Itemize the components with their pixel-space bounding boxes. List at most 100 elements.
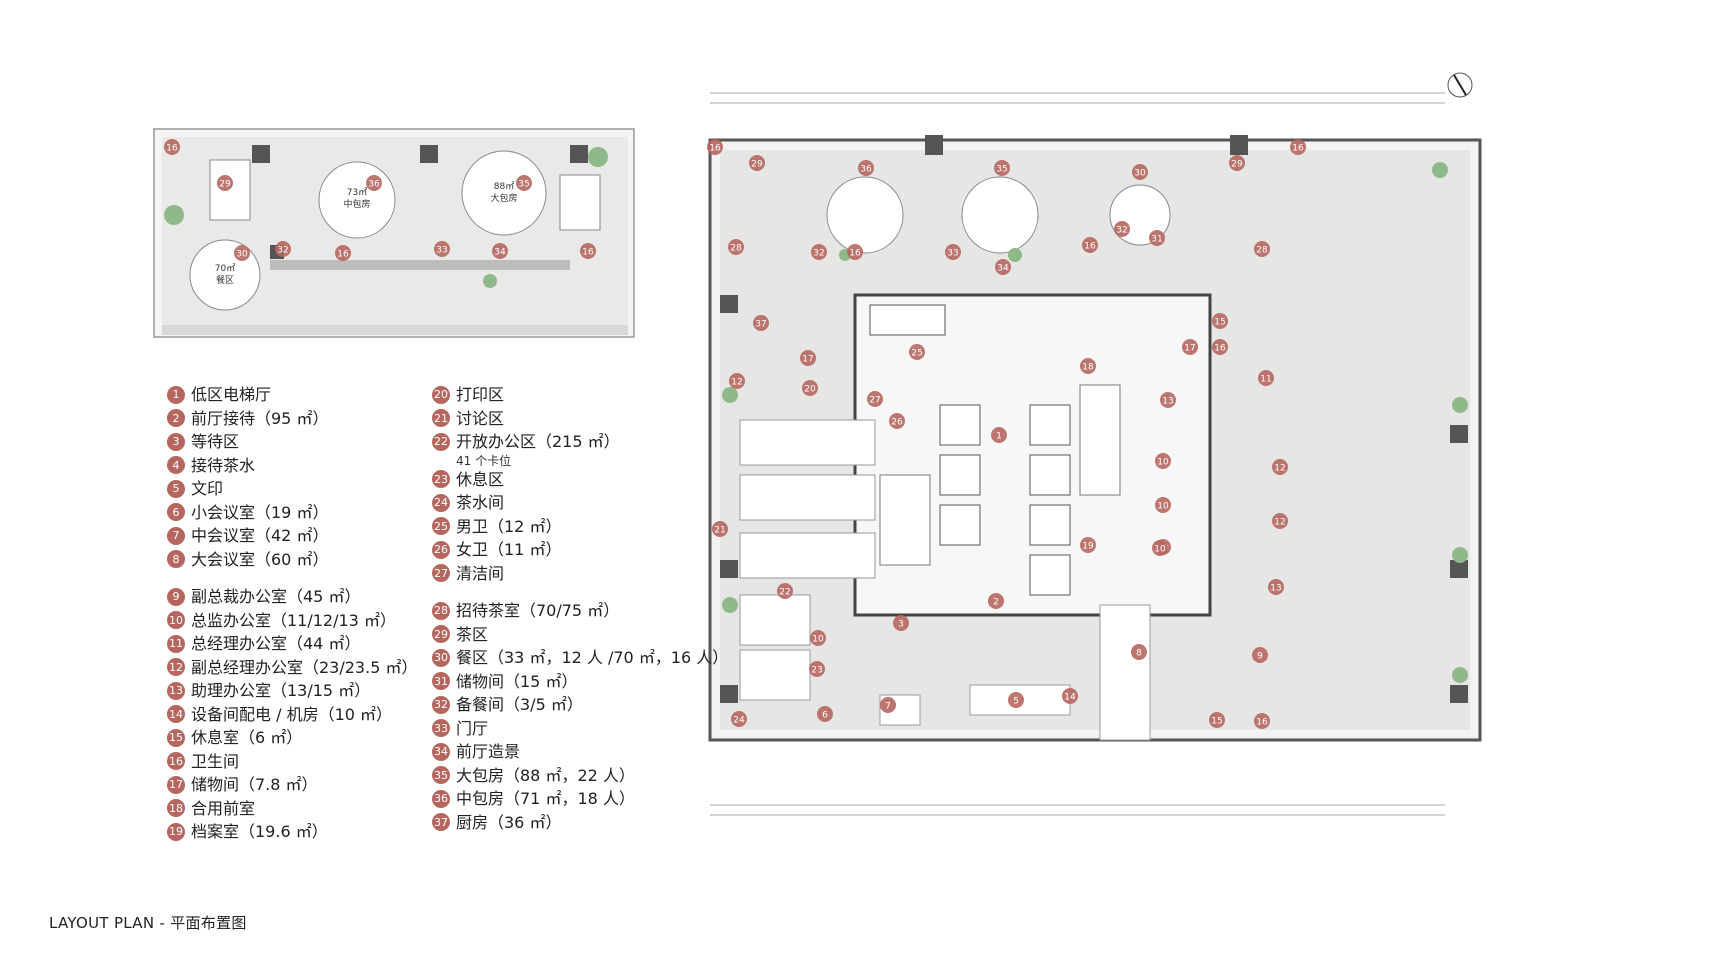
room-number-marker: 8 (1131, 644, 1147, 660)
room-number-text: 30 (236, 250, 248, 260)
room-number-text: 6 (822, 711, 828, 721)
legend-label: 小会议室（19 ㎡） (191, 502, 329, 522)
room-number-text: 24 (733, 716, 745, 726)
small-plan-lower-band (162, 325, 628, 335)
room-number-marker: 29 (749, 155, 765, 171)
legend-label: 开放办公区（215 ㎡） (456, 432, 620, 451)
room-number-text: 27 (869, 396, 880, 406)
legend-label: 前厅造景 (456, 742, 521, 761)
room-number-text: 12 (1274, 518, 1285, 528)
room-number-marker: 7 (880, 697, 896, 713)
room-number-marker: 17 (1182, 339, 1198, 355)
legend-number-badge: 29 (432, 625, 450, 644)
room-number-marker: 6 (817, 706, 833, 722)
room-number-marker: 5 (1008, 692, 1024, 708)
legend-label: 中会议室（42 ㎡） (191, 526, 329, 545)
room-number-marker: 16 (164, 139, 180, 155)
room-number-marker: 16 (707, 139, 723, 155)
room-number-text: 13 (1162, 397, 1173, 407)
legend-item: 19 档案室（19.6 ㎡） (167, 820, 417, 844)
legend-number-badge: 13 (167, 681, 185, 700)
room-number-text: 10 (1157, 458, 1169, 468)
legend-label: 储物间（15 ㎡） (456, 671, 578, 691)
legend-label: 副总裁办公室（45 ㎡） (191, 587, 361, 606)
legend-number-badge: 23 (432, 470, 450, 489)
legend-number-badge: 19 (167, 822, 185, 841)
room-number-text: 10 (812, 635, 824, 645)
axis-dims-top (710, 92, 1445, 104)
legend-number-badge: 36 (432, 789, 450, 808)
room-number-text: 16 (337, 250, 349, 260)
room-number-marker: 12 (729, 373, 745, 389)
legend-label: 休息区 (456, 469, 505, 489)
legend-label: 大包房（88 ㎡，22 人） (456, 765, 635, 785)
legend-label: 讨论区 (456, 408, 505, 428)
room-number-text: 35 (996, 165, 1007, 175)
room-number-marker: 13 (1160, 392, 1176, 408)
room-number-marker: 1 (991, 427, 1007, 443)
legend-label: 前厅接待（95 ㎡） (191, 408, 329, 428)
room-number-text: 21 (714, 526, 725, 536)
room-number-marker: 28 (728, 239, 744, 255)
room-number-text: 32 (813, 249, 824, 259)
legend-label: 档案室（19.6 ㎡） (191, 822, 328, 841)
room-number-marker: 14 (1062, 688, 1078, 704)
room-number-text: 35 (518, 180, 529, 190)
legend-number-badge: 18 (167, 799, 185, 818)
legend-item: 23 休息区 (432, 468, 728, 492)
north-arrow-icon (1447, 72, 1473, 98)
legend-label: 女卫（11 ㎡） (456, 540, 562, 559)
legend-number-badge: 20 (432, 385, 450, 404)
legend-number-badge: 22 (432, 432, 450, 451)
room-number-text: 16 (1292, 144, 1304, 154)
legend-number-badge: 6 (167, 503, 185, 522)
room-name-text: 中包房 (343, 198, 370, 210)
legend-number-badge: 27 (432, 564, 450, 583)
room-number-text: 12 (731, 378, 742, 388)
legend-item: 9 副总裁办公室（45 ㎡） (167, 585, 417, 609)
legend-item: 31 储物间（15 ㎡） (432, 670, 728, 694)
room-number-marker: 32 (1114, 221, 1130, 237)
room-number-marker: 13 (1268, 579, 1284, 595)
room-number-marker: 16 (1082, 237, 1098, 253)
room-number-marker: 36 (858, 160, 874, 176)
legend-label: 打印区 (456, 385, 505, 404)
room-number-marker: 27 (867, 391, 883, 407)
plants (722, 162, 1468, 683)
room-area-text: 88㎡ (494, 181, 514, 192)
legend-number-badge: 9 (167, 587, 185, 606)
legend-item: 20 打印区 (432, 383, 728, 407)
room-number-marker: 20 (802, 380, 818, 396)
legend-number-badge: 31 (432, 672, 450, 691)
room-number-text: 36 (368, 180, 380, 190)
room-number-text: 16 (1084, 242, 1096, 252)
room-number-marker: 3 (893, 615, 909, 631)
legend-number-badge: 32 (432, 695, 450, 714)
room-name-text: 大包房 (490, 192, 517, 204)
room-number-text: 34 (494, 248, 506, 258)
room-number-text: 16 (709, 144, 721, 154)
room-number-marker: 16 (1254, 713, 1270, 729)
legend-label: 副总经理办公室（23/23.5 ㎡） (191, 657, 418, 677)
room-number-text: 29 (751, 160, 763, 170)
legend-label: 文印 (191, 479, 224, 498)
room-number-marker: 17 (800, 350, 816, 366)
legend-number-badge: 10 (167, 611, 185, 630)
legend-label: 厨房（36 ㎡） (456, 812, 562, 832)
room-number-text: 18 (1082, 363, 1094, 373)
legend-label: 大会议室（60 ㎡） (191, 549, 329, 569)
room-number-text: 12 (1274, 464, 1285, 474)
room-name-text: 餐区 (216, 274, 234, 286)
